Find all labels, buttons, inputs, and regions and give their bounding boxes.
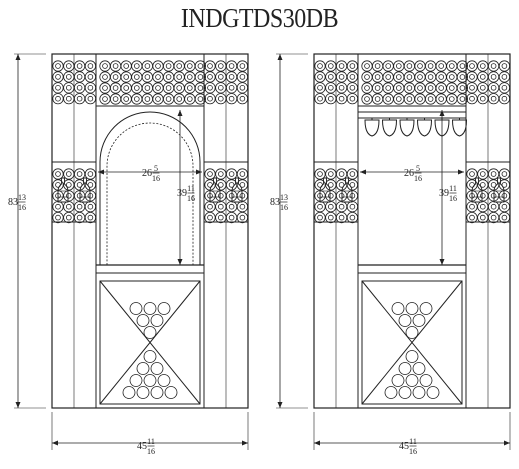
dimension-numerator: 11 <box>187 184 195 193</box>
bottle-bin <box>204 60 248 105</box>
wine-glass <box>381 119 398 137</box>
wine-glass <box>416 119 433 137</box>
dimension-denominator: 16 <box>414 174 422 183</box>
right-column <box>465 53 511 409</box>
dimension-whole: 26 <box>404 168 414 179</box>
dimension-numerator: 11 <box>147 437 155 446</box>
diamond-bin <box>99 280 201 405</box>
dimension-denominator: 16 <box>152 174 160 183</box>
display-bottle <box>57 177 69 203</box>
display-bottle <box>341 177 353 203</box>
dimension-denominator: 16 <box>280 203 288 212</box>
left-column <box>313 53 359 409</box>
wine-glass <box>451 119 468 137</box>
display-bottle <box>209 177 221 203</box>
right-column <box>203 53 249 409</box>
dimension-numerator: 13 <box>18 193 26 202</box>
dimension-whole: 26 <box>142 168 152 179</box>
stemware-rack <box>357 111 468 137</box>
display-bottle <box>79 177 91 203</box>
display-bottle <box>471 177 483 203</box>
bottle-bin <box>466 60 510 105</box>
dimension-numerator: 5 <box>416 164 420 173</box>
dimension-whole: 39 <box>439 188 449 199</box>
dimension-denominator: 16 <box>409 447 417 456</box>
model-title: INDGTDS30DB <box>180 3 339 34</box>
top-bin <box>95 53 206 107</box>
dimension-denominator: 16 <box>18 203 26 212</box>
top-bin <box>357 53 468 107</box>
left-column <box>51 53 97 409</box>
dimension-denominator: 16 <box>449 194 457 203</box>
display-bottle <box>231 177 243 203</box>
dimension-denominator: 16 <box>187 194 195 203</box>
dimension-whole: 39 <box>177 188 187 199</box>
wine-glass <box>364 119 380 137</box>
dimension-whole: 45 <box>399 441 409 452</box>
diamond-bin <box>361 280 463 405</box>
dimension-denominator: 16 <box>147 447 155 456</box>
bottle-bin <box>314 60 358 105</box>
dimension-numerator: 13 <box>280 193 288 202</box>
dimension-numerator: 11 <box>409 437 417 446</box>
display-bottle <box>319 177 331 203</box>
arch-opening <box>99 111 201 265</box>
display-bottle <box>493 177 505 203</box>
wine-glass <box>399 119 415 137</box>
dimension-numerator: 11 <box>449 184 457 193</box>
dimension-numerator: 5 <box>154 164 158 173</box>
dimension-whole: 45 <box>137 441 147 452</box>
dimension-whole: 83 <box>270 197 280 208</box>
dimension-whole: 83 <box>8 197 18 208</box>
